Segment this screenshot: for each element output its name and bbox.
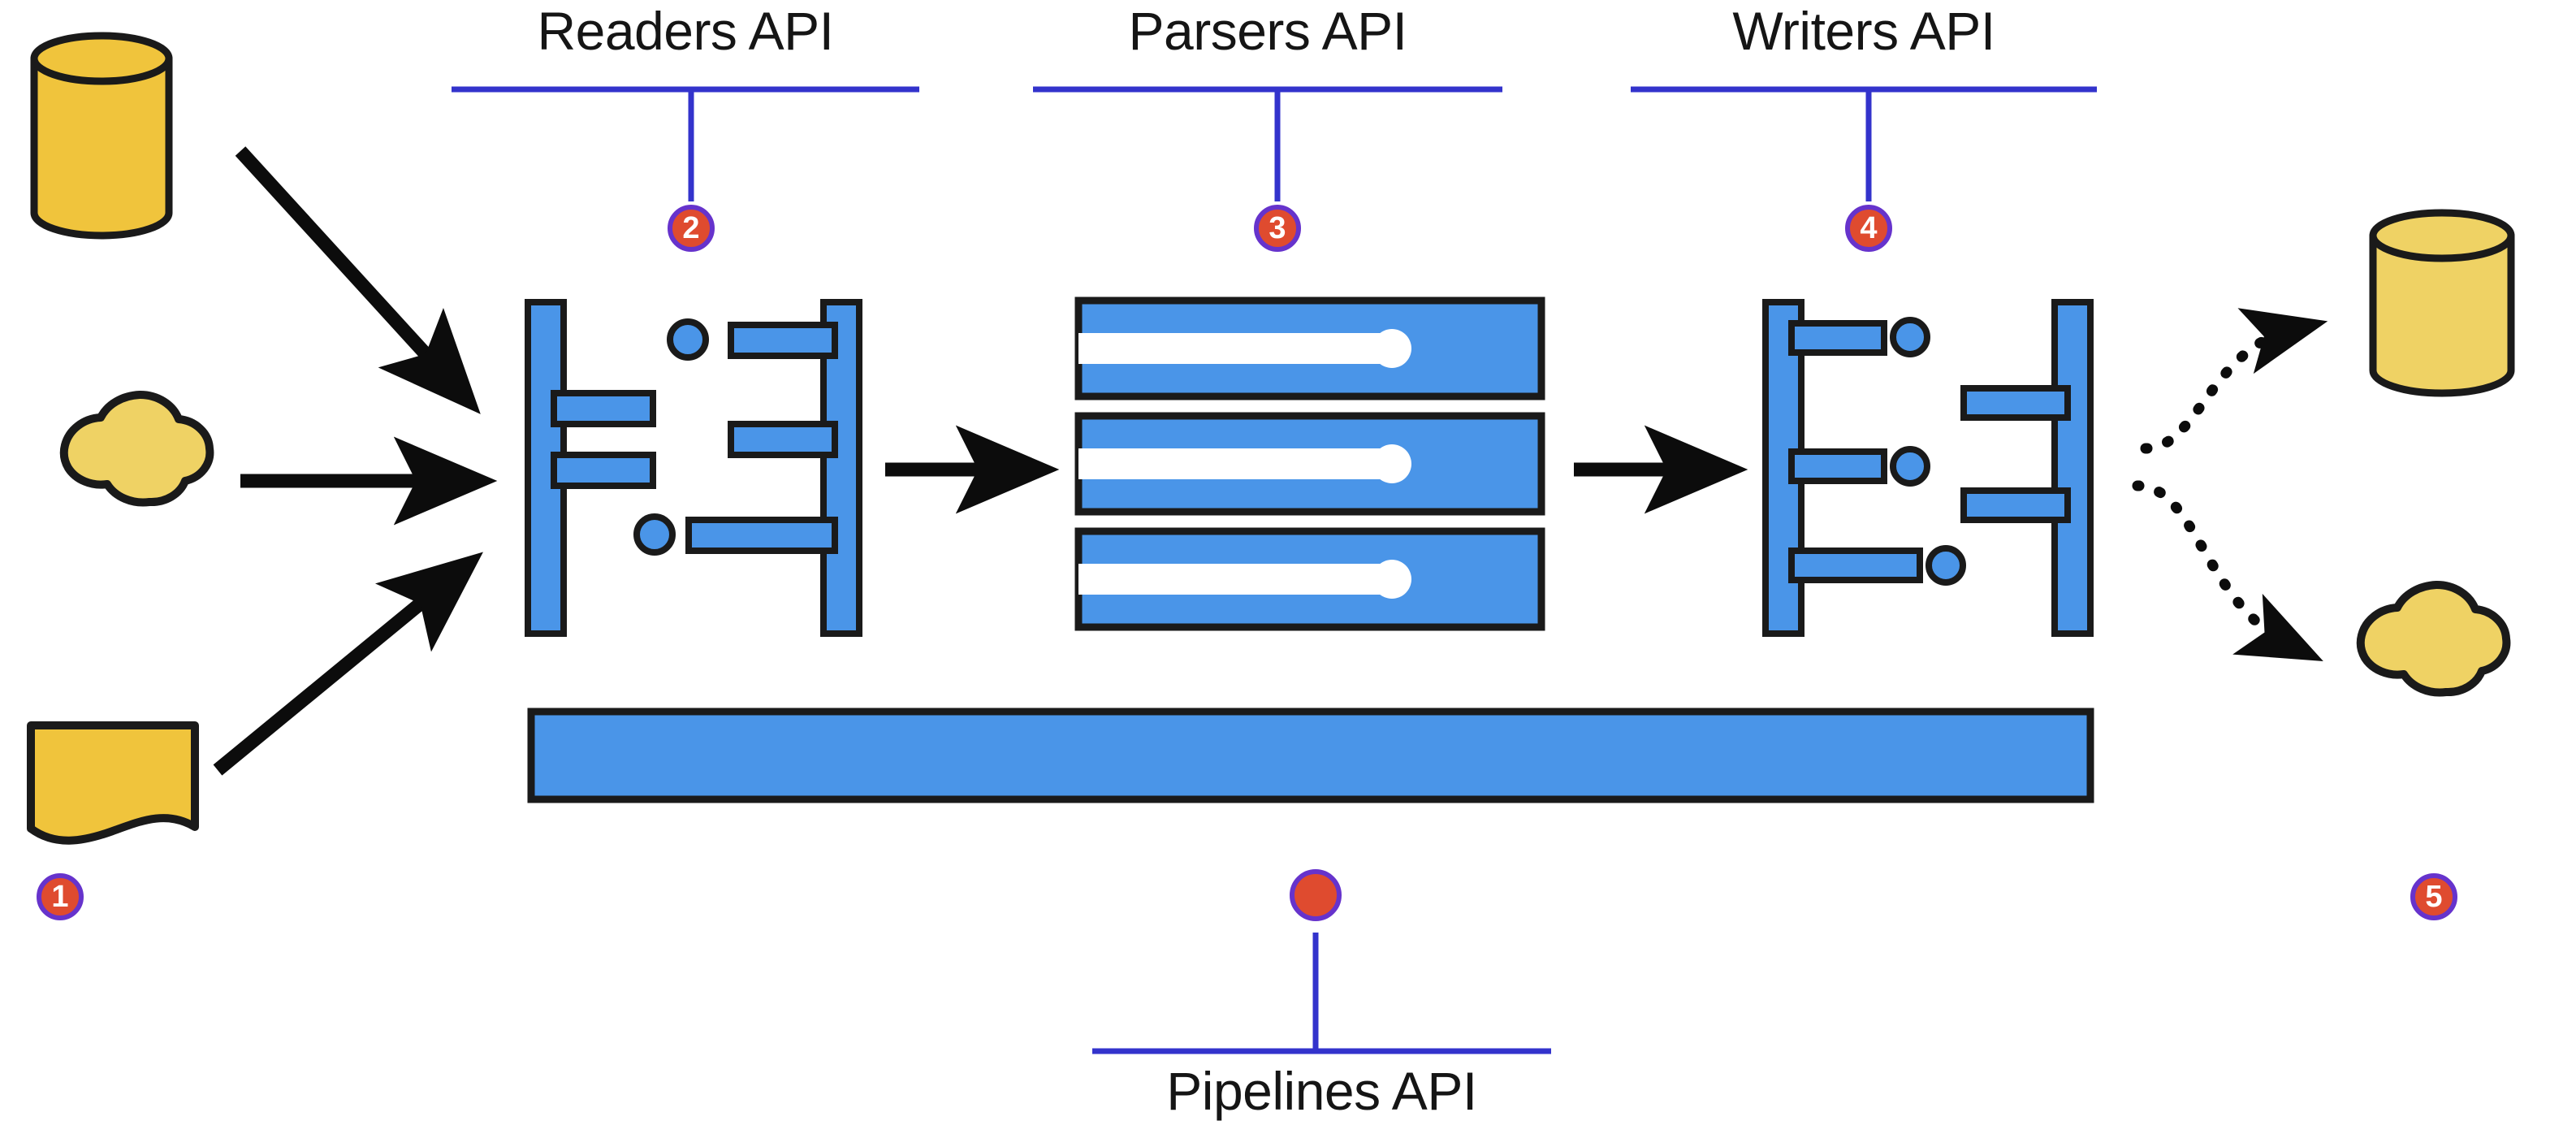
readers-left-bar-1: [551, 390, 656, 427]
readers-left-bar-2: [551, 452, 656, 489]
label-readers-api: Readers API: [537, 1, 834, 61]
writers-right-bar-2: [1960, 487, 2071, 523]
writers-node-3: [1926, 545, 1966, 586]
badge-1[interactable]: 1: [37, 873, 84, 920]
badge-5[interactable]: 5: [2410, 873, 2457, 920]
readers-node-lower: [633, 513, 676, 556]
output-database-cylinder-icon: [2369, 209, 2515, 397]
source-cloud-icon: [59, 390, 214, 507]
writers-node-1: [1890, 317, 1930, 357]
label-parsers-api: Parsers API: [1128, 1, 1407, 61]
writers-left-bar-2: [1788, 448, 1887, 484]
writers-component: [1762, 299, 2094, 637]
readers-component: [525, 299, 862, 637]
parsers-row-1: [1074, 296, 1545, 400]
leader-parsers: [1033, 86, 1502, 201]
leader-readers: [452, 86, 919, 201]
leader-writers: [1631, 86, 2097, 201]
badge-4[interactable]: 4: [1845, 205, 1892, 252]
readers-right-bar-3: [685, 517, 838, 554]
badge-3[interactable]: 3: [1254, 205, 1301, 252]
arrow-writers-to-output-database: [2140, 308, 2328, 454]
parsers-row-3: [1074, 527, 1545, 631]
writers-left-bar-3: [1788, 548, 1923, 583]
writers-right-bar-1: [1960, 385, 2071, 421]
parsers-component: [1074, 296, 1545, 631]
label-pipelines-api: Pipelines API: [1166, 1061, 1477, 1121]
arrow-database-to-readers: [235, 146, 481, 414]
readers-node-upper: [667, 318, 709, 361]
badge-2[interactable]: 2: [668, 205, 715, 252]
source-document-icon: [27, 721, 199, 845]
pipelines-bar: [527, 708, 2094, 803]
parsers-row-2: [1074, 412, 1545, 516]
source-database-cylinder-icon: [30, 32, 173, 240]
readers-right-bar-1: [728, 322, 838, 359]
output-cloud-icon: [2356, 580, 2511, 697]
readers-right-bar-2: [728, 421, 838, 458]
writers-left-bar-1: [1788, 320, 1887, 356]
leader-pipelines: [1092, 933, 1551, 1054]
writers-node-2: [1890, 446, 1930, 487]
arrow-document-to-readers: [213, 552, 483, 776]
arrow-writers-to-output-cloud: [2132, 480, 2323, 662]
badge-pipelines[interactable]: [1290, 869, 1342, 921]
writers-right-rail: [2051, 299, 2094, 637]
label-writers-api: Writers API: [1732, 1, 1995, 61]
